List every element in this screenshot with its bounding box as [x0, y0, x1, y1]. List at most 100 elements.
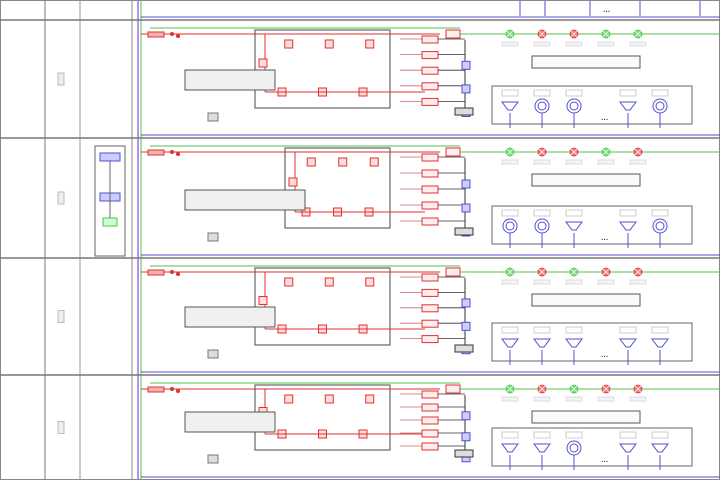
fixture-label — [565, 89, 583, 97]
lamp-cross — [506, 30, 514, 38]
left-panel — [94, 145, 126, 257]
terminal — [421, 288, 439, 297]
fixture-group — [491, 205, 693, 245]
cone-fixture-icon — [651, 443, 669, 453]
round-fixture-icon — [652, 98, 668, 114]
junction — [176, 34, 180, 38]
ellipsis: ••• — [603, 9, 610, 14]
fixture-group — [491, 427, 693, 467]
junction — [170, 150, 174, 154]
lamp-label — [565, 41, 583, 47]
meter — [99, 152, 121, 162]
fixture-label — [501, 89, 519, 97]
cone-fixture-icon — [501, 443, 519, 453]
output-breaker — [445, 147, 461, 157]
lamp-label — [501, 41, 519, 47]
lamp-label — [629, 41, 647, 47]
lamp-cross — [506, 385, 514, 393]
relay — [461, 60, 471, 70]
junction — [170, 270, 174, 274]
lamp-cross — [538, 148, 546, 156]
fixture-label — [619, 209, 637, 217]
ellipsis: ••• — [601, 459, 608, 464]
section-label-vertical — [57, 72, 65, 86]
terminal — [421, 319, 439, 328]
round-fixture-icon — [502, 218, 518, 234]
lamp-cross — [602, 148, 610, 156]
round-fixture-inner — [537, 221, 547, 231]
fixture-label — [501, 431, 519, 439]
cone-fixture-icon — [565, 338, 583, 348]
terminal-block — [454, 107, 474, 116]
terminal — [421, 416, 439, 425]
lamp-label — [565, 396, 583, 402]
cone-fixture-icon — [619, 101, 637, 111]
relay — [461, 411, 471, 421]
ground-marker — [207, 454, 219, 464]
lamp-cross — [570, 148, 578, 156]
junction — [176, 272, 180, 276]
cone-fixture-icon — [533, 443, 551, 453]
junction — [176, 389, 180, 393]
lamp-cross — [602, 385, 610, 393]
cone-fixture-icon — [501, 101, 519, 111]
fixture-label — [565, 431, 583, 439]
relay — [461, 432, 471, 442]
terminal-block — [454, 227, 474, 236]
cone-fixture-icon — [619, 443, 637, 453]
round-fixture-inner — [569, 443, 579, 453]
lamp-label — [597, 41, 615, 47]
cone-fixture-icon — [501, 338, 519, 348]
cone-fixture-icon — [533, 338, 551, 348]
round-fixture-inner — [655, 101, 665, 111]
breaker — [324, 39, 334, 49]
terminal — [421, 185, 439, 194]
lamp-label — [597, 279, 615, 285]
cone-fixture-icon — [565, 221, 583, 231]
breaker — [284, 394, 294, 404]
terminal — [421, 201, 439, 210]
section-label-vertical — [57, 421, 65, 434]
terminal-block — [454, 449, 474, 458]
lamp-label — [501, 279, 519, 285]
round-fixture-inner — [505, 221, 515, 231]
fixture-label — [565, 209, 583, 217]
lamp-label — [629, 159, 647, 165]
fixture-label — [651, 89, 669, 97]
lamp-label — [629, 279, 647, 285]
breaker — [284, 277, 294, 287]
lamp-cross — [634, 30, 642, 38]
terminal — [421, 66, 439, 75]
legend-box — [531, 173, 641, 187]
breaker — [288, 177, 298, 187]
ellipsis: ••• — [601, 117, 608, 122]
lamp-cross — [634, 148, 642, 156]
lamp-label — [533, 396, 551, 402]
terminal — [421, 169, 439, 178]
fixture-label — [619, 89, 637, 97]
relay — [461, 321, 471, 331]
round-fixture-icon — [534, 98, 550, 114]
lamp-cross — [602, 268, 610, 276]
lamp-cross — [506, 268, 514, 276]
distribution-box — [284, 147, 391, 229]
terminal — [421, 429, 439, 438]
cone-fixture-icon — [619, 221, 637, 231]
relay — [461, 179, 471, 189]
round-fixture-inner — [569, 101, 579, 111]
ground-marker — [207, 349, 219, 359]
terminal — [421, 35, 439, 44]
lamp-label — [501, 396, 519, 402]
fixture-group — [491, 85, 693, 125]
relay — [461, 203, 471, 213]
output-breaker — [445, 384, 461, 394]
lamp-cross — [538, 385, 546, 393]
terminal — [421, 51, 439, 60]
lamp-label — [565, 279, 583, 285]
round-fixture-inner — [537, 101, 547, 111]
junction — [176, 152, 180, 156]
fixture-label — [501, 209, 519, 217]
input-breaker — [147, 31, 165, 38]
breaker — [324, 277, 334, 287]
